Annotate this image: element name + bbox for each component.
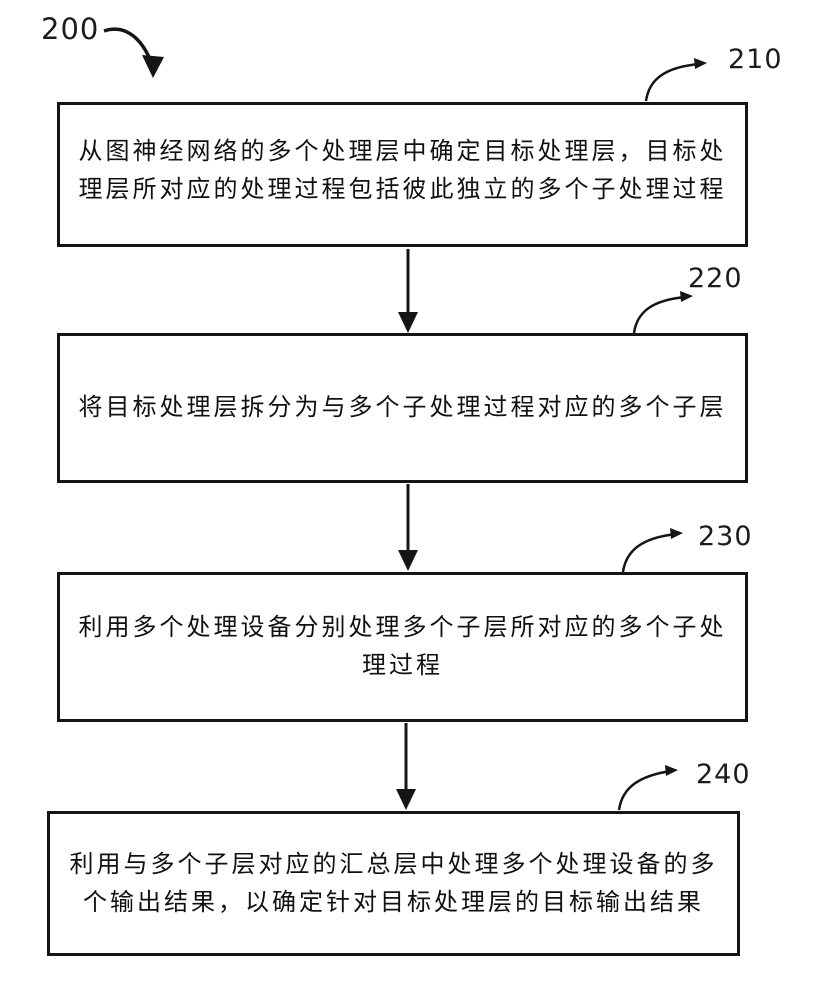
figure-number-label: 200 [41,12,100,46]
ref-leader-220 [632,291,693,334]
ref-label-230: 230 [698,521,753,552]
step-230-text-line-2: 理过程 [362,653,443,679]
ref-leader-240 [617,765,678,811]
ref-leader-230 [621,528,683,573]
flow-arrow-230-240 [396,723,416,810]
step-240-text-line-2: 个输出结果，以确定针对目标处理层的目标输出结果 [83,889,704,916]
flow-arrow-210-220 [398,249,418,333]
ref-label-220: 220 [688,263,743,294]
step-box-220: 将目标处理层拆分为与多个子处理过程对应的多个子层 [57,333,748,483]
step-box-240: 利用与多个子层对应的汇总层中处理多个处理设备的多 个输出结果，以确定针对目标处理… [47,811,740,956]
step-220-text-line-1: 将目标处理层拆分为与多个子处理过程对应的多个子层 [78,395,727,421]
ref-label-240: 240 [696,759,751,790]
step-box-210: 从图神经网络的多个处理层中确定目标处理层，目标处 理层所对应的处理过程包括彼此独… [57,102,748,247]
step-240-text-line-1: 利用与多个子层对应的汇总层中处理多个处理设备的多 [69,851,718,878]
step-box-230: 利用多个处理设备分别处理多个子层所对应的多个子处 理过程 [57,572,748,722]
step-210-text-line-1: 从图神经网络的多个处理层中确定目标处理层，目标处 [78,138,727,165]
figure-pointer-arrow [103,27,164,78]
ref-leader-210 [644,58,707,102]
flow-arrow-220-230 [398,484,418,571]
step-230-text-line-1: 利用多个处理设备分别处理多个子层所对应的多个子处 [78,615,727,641]
step-210-text-line-2: 理层所对应的处理过程包括彼此独立的多个子处理过程 [78,176,727,203]
ref-label-210: 210 [728,44,783,75]
